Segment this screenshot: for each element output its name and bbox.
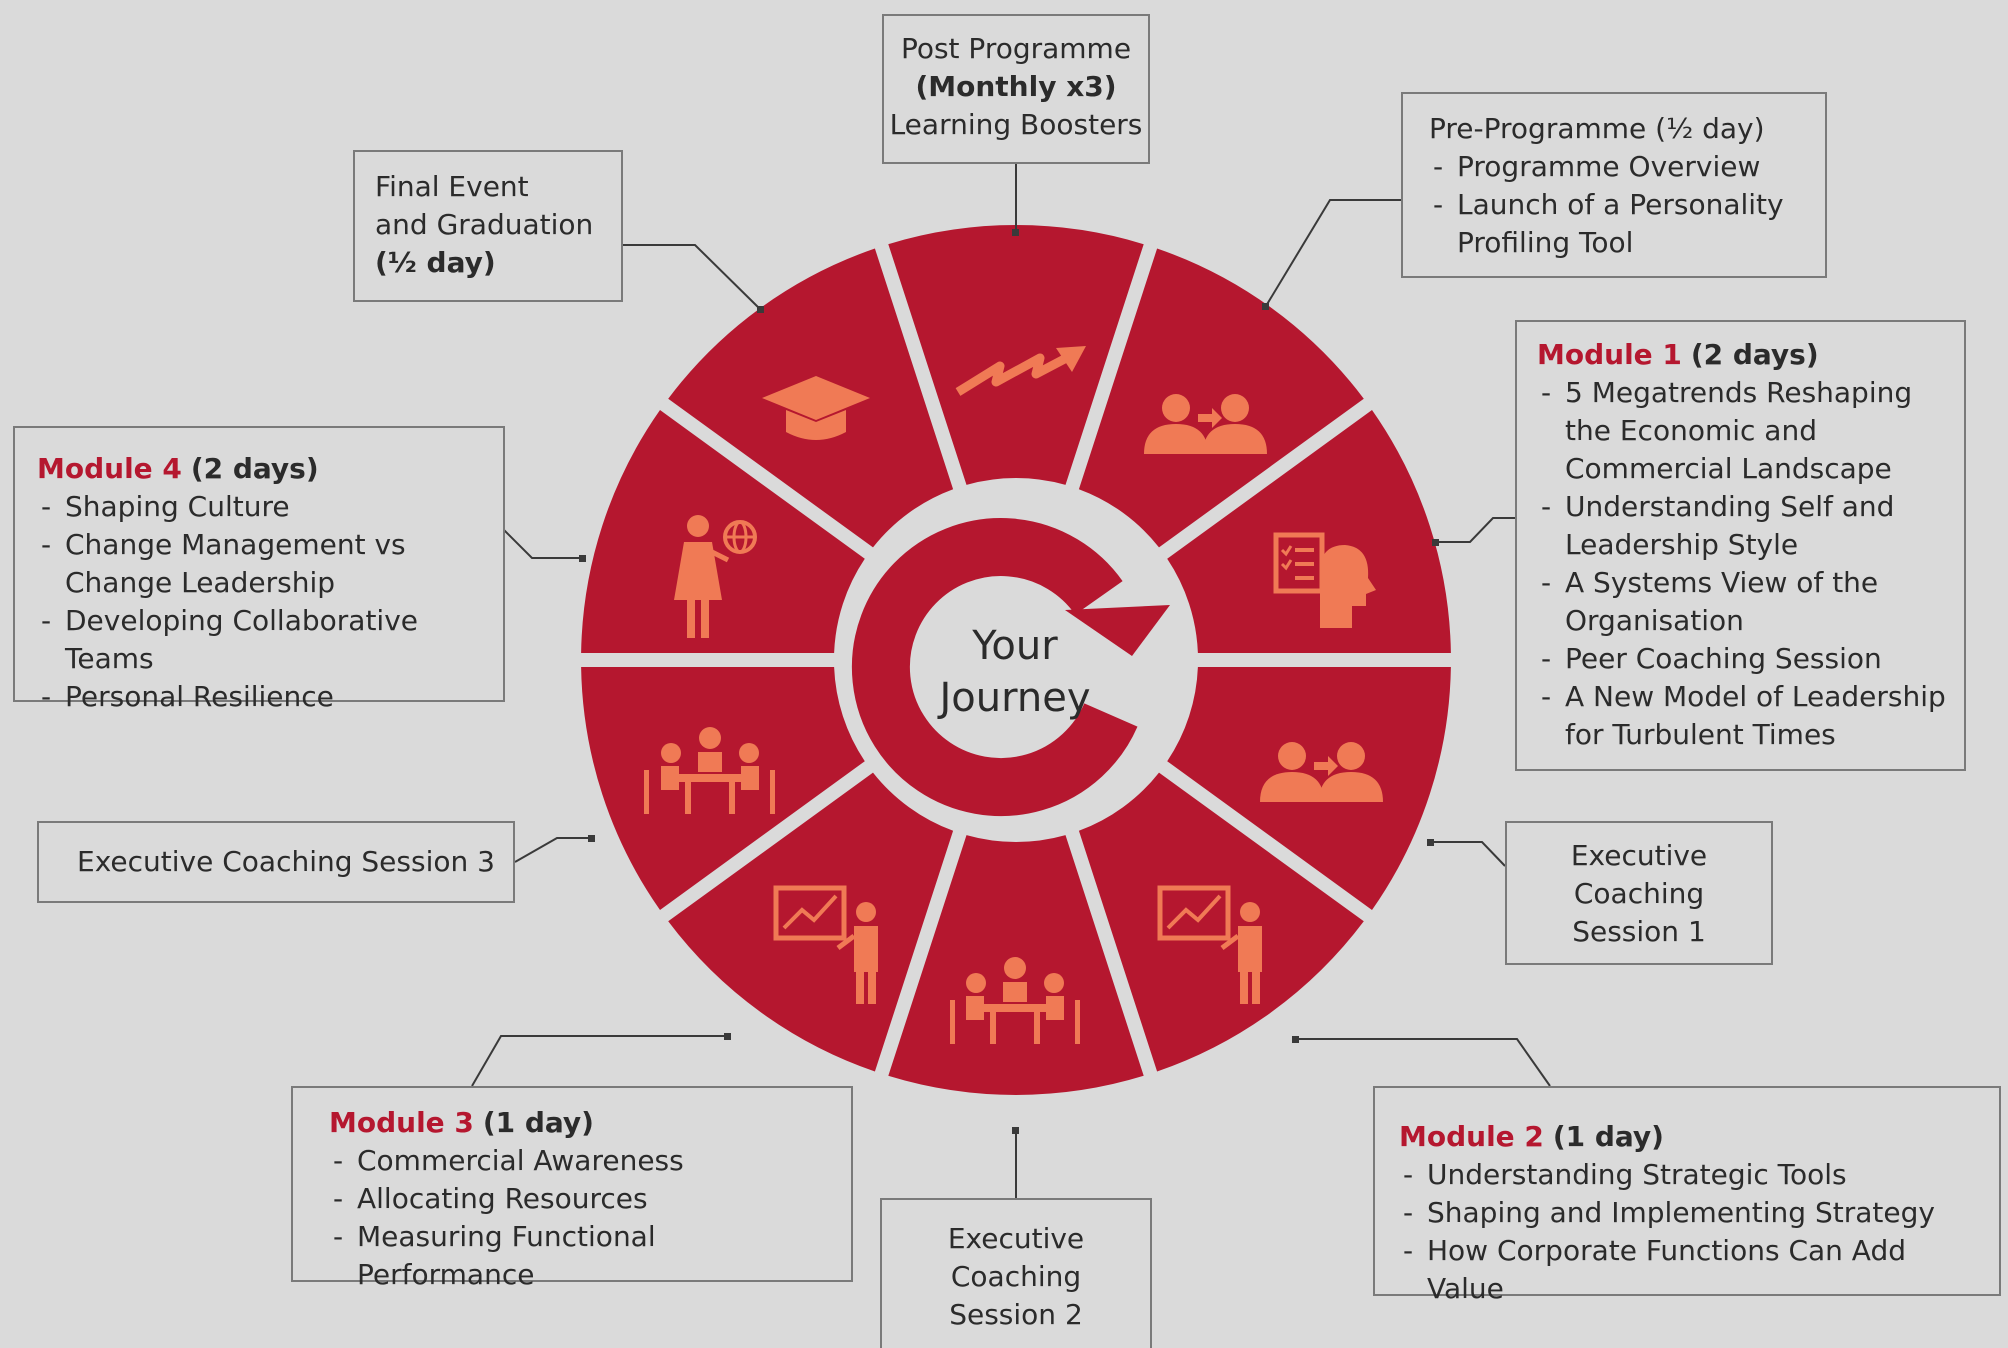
module1-name: Module 1 <box>1537 338 1682 371</box>
wheel-segment-9 <box>581 410 865 653</box>
module3-name: Module 3 <box>329 1106 474 1139</box>
coaching3-box: Executive Coaching Session 3 <box>37 821 515 903</box>
list-item: Shaping and Implementing Strategy <box>1399 1194 1989 1232</box>
wheel-segment-5 <box>1078 772 1364 1072</box>
module2-name: Module 2 <box>1399 1120 1544 1153</box>
module2-list: Understanding Strategic Tools Shaping an… <box>1399 1156 1989 1308</box>
module4-duration: (2 days) <box>190 452 319 485</box>
list-item: How Corporate Functions Can Add Value <box>1399 1232 1989 1308</box>
center-label-line2: Journey <box>939 675 1091 721</box>
final-event-subtitle: and Graduation <box>375 208 594 241</box>
module4-list: Shaping Culture Change Management vs Cha… <box>37 488 493 716</box>
circular-arrow-icon <box>851 518 1170 816</box>
list-item: Allocating Resources <box>329 1180 841 1218</box>
graduation-cap-icon <box>762 376 870 440</box>
pre-programme-box: Pre-Programme (½ day) Programme Overview… <box>1401 92 1827 278</box>
final-event-duration: (½ day) <box>375 246 496 279</box>
post-programme-box: Post Programme (Monthly x3) Learning Boo… <box>882 14 1150 164</box>
list-item: Personal Resilience <box>37 678 493 716</box>
list-item: Understanding Self and Leadership Style <box>1537 488 1956 564</box>
wheel-segment-3 <box>1167 410 1451 653</box>
post-programme-subtitle: Learning Boosters <box>889 108 1143 141</box>
final-event-title: Final Event <box>375 170 529 203</box>
list-item: Developing Collaborative Teams <box>37 602 493 678</box>
coaching-pair-icon <box>1260 742 1383 802</box>
module3-list: Commercial Awareness Allocating Resource… <box>329 1142 841 1294</box>
module3-box: Module 3 (1 day) Commercial Awareness Al… <box>291 1086 853 1291</box>
post-programme-frequency: (Monthly x3) <box>915 70 1117 103</box>
meeting-table-icon <box>644 727 775 814</box>
module3-duration: (1 day) <box>482 1106 594 1139</box>
post-programme-title: Post Programme <box>900 32 1132 65</box>
list-item: Programme Overview <box>1429 148 1815 186</box>
coaching2-line2: Coaching <box>950 1260 1082 1293</box>
wheel-segments <box>581 225 1451 1095</box>
coaching1-line1: Executive <box>1570 839 1708 872</box>
module1-box: Module 1 (2 days) 5 Megatrends Reshaping… <box>1515 320 1966 771</box>
module2-duration: (1 day) <box>1552 1120 1664 1153</box>
list-item: A New Model of Leadership for Turbulent … <box>1537 678 1956 754</box>
trend-arrow-icon <box>955 346 1086 396</box>
final-event-box: Final Event and Graduation (½ day) <box>353 150 623 302</box>
coaching2-line1: Executive <box>947 1222 1085 1255</box>
module1-duration: (2 days) <box>1690 338 1819 371</box>
list-item: Understanding Strategic Tools <box>1399 1156 1989 1194</box>
connector-lines <box>471 163 1551 1200</box>
list-item: Measuring Functional Performance <box>329 1218 841 1294</box>
center-label-line1: Your <box>972 623 1058 669</box>
meeting-table-icon <box>950 957 1080 1044</box>
wheel-segment-7 <box>668 772 954 1072</box>
list-item: Peer Coaching Session <box>1537 640 1956 678</box>
list-item: A Systems View of the Organisation <box>1537 564 1956 640</box>
list-item: Commercial Awareness <box>329 1142 841 1180</box>
checklist-head-icon <box>1273 532 1376 628</box>
coaching-pair-icon <box>1144 394 1267 454</box>
coaching2-box: Executive Coaching Session 2 <box>880 1198 1152 1348</box>
list-item: Change Management vs Change Leadership <box>37 526 493 602</box>
module1-list: 5 Megatrends Reshaping the Economic and … <box>1537 374 1956 754</box>
module4-name: Module 4 <box>37 452 182 485</box>
pre-programme-title: Pre-Programme (½ day) <box>1429 112 1765 145</box>
presenter-chart-icon <box>773 885 878 1004</box>
wheel-segment-1 <box>888 225 1144 485</box>
list-item: Shaping Culture <box>37 488 493 526</box>
coaching1-line2: Coaching <box>1573 877 1705 910</box>
connector-dots <box>579 229 1439 1134</box>
pre-programme-list: Programme Overview Launch of a Personali… <box>1429 148 1815 262</box>
coaching3-label: Executive Coaching Session 3 <box>77 845 495 878</box>
module2-box: Module 2 (1 day) Understanding Strategic… <box>1373 1086 2001 1305</box>
center-label: Your Journey <box>900 620 1130 724</box>
coaching1-line3: Session 1 <box>1572 915 1706 948</box>
presenter-chart-icon <box>1157 885 1262 1004</box>
wheel-segment-8 <box>581 667 865 910</box>
list-item: 5 Megatrends Reshaping the Economic and … <box>1537 374 1956 488</box>
coaching1-box: Executive Coaching Session 1 <box>1505 821 1773 965</box>
list-item: Launch of a Personality Profiling Tool <box>1429 186 1815 262</box>
module4-box: Module 4 (2 days) Shaping Culture Change… <box>13 426 505 716</box>
presenter-globe-icon <box>674 515 757 638</box>
coaching2-line3: Session 2 <box>949 1298 1083 1331</box>
wheel-segment-2 <box>1078 248 1364 548</box>
